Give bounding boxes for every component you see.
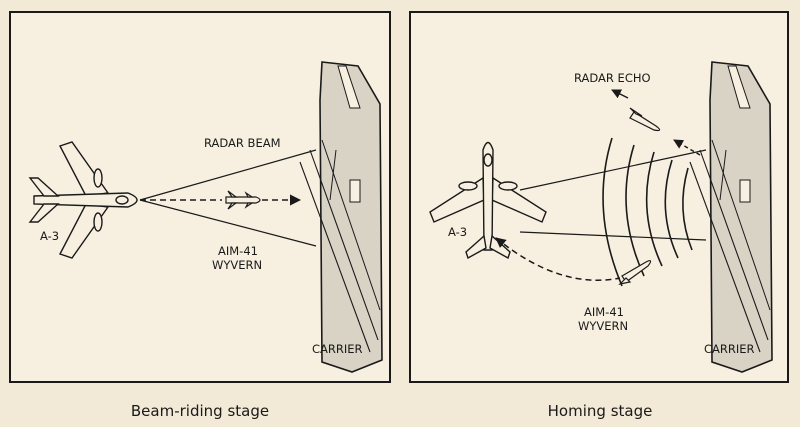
label-missile-line2: WYVERN — [578, 319, 628, 333]
radar-echo-waves — [602, 137, 693, 287]
label-carrier: CARRIER — [704, 342, 755, 356]
label-aircraft: A-3 — [448, 225, 467, 239]
radar-beam-upper — [519, 149, 707, 191]
missile-homing-path — [495, 237, 621, 281]
caption-beam-riding: Beam-riding stage — [131, 402, 269, 420]
radar-beam-lower — [519, 231, 707, 241]
label-missile-line1: AIM-41 — [584, 305, 624, 319]
wyvern-missile-icon — [618, 260, 652, 285]
radar-beam-upper — [139, 149, 317, 201]
wyvern-missile-icon — [225, 190, 261, 210]
radar-beam-lower — [139, 199, 317, 247]
carrier-ship-icon — [689, 61, 773, 373]
caption-homing: Homing stage — [548, 402, 653, 420]
label-missile-line1: AIM-41 — [218, 244, 258, 258]
label-radar-echo: RADAR ECHO — [574, 71, 651, 85]
label-carrier: CARRIER — [312, 342, 363, 356]
label-missile-line2: WYVERN — [212, 258, 262, 272]
echo-arrow-top — [611, 89, 629, 99]
label-aircraft: A-3 — [40, 229, 59, 243]
carrier-ship-icon — [299, 61, 383, 373]
a3-aircraft-icon — [28, 141, 138, 259]
a3-aircraft-icon — [429, 141, 547, 260]
label-radar-beam: RADAR BEAM — [204, 136, 281, 150]
wyvern-missile-icon — [629, 107, 661, 132]
panel-beam-riding: RADAR BEAM A-3 AIM-41 WYVERN CARRIER — [9, 11, 391, 383]
echo-arrow-upper — [673, 139, 701, 156]
panel-homing: RADAR ECHO A-3 AIM-41 WYVERN CARRIER — [409, 11, 789, 383]
